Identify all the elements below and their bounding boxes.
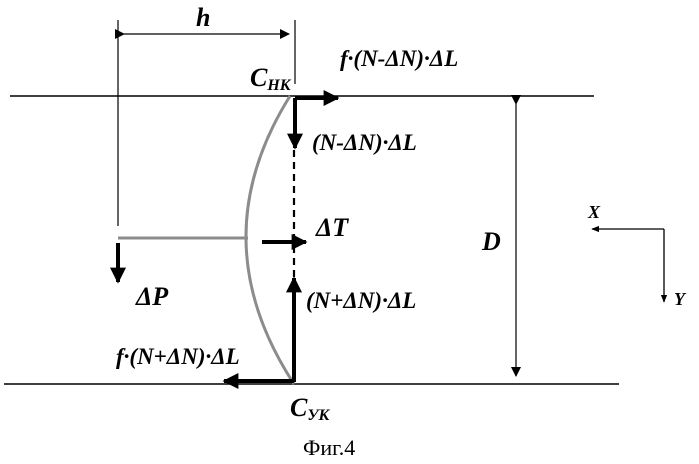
c-hk-label: CНК bbox=[250, 63, 292, 94]
figure-caption: Фиг.4 bbox=[303, 435, 355, 460]
y-axis-label: Y bbox=[674, 289, 687, 309]
c-hk-subscript: НК bbox=[266, 77, 291, 94]
n-minus-label: (N-ΔN)·ΔL bbox=[312, 130, 417, 155]
delta-p-label: ΔP bbox=[135, 282, 169, 311]
f-top-label: f·(N-ΔN)·ΔL bbox=[340, 46, 458, 71]
c-yk-subscript: УК bbox=[307, 407, 330, 424]
h-label: h bbox=[196, 3, 210, 32]
c-yk-label: CУК bbox=[290, 393, 330, 424]
delta-t-label: ΔT bbox=[315, 213, 349, 242]
c-yk-main: C bbox=[290, 393, 308, 422]
x-axis-label: X bbox=[587, 202, 601, 222]
n-plus-label: (N+ΔN)·ΔL bbox=[306, 288, 416, 313]
d-label: D bbox=[481, 227, 501, 256]
c-hk-main: C bbox=[250, 63, 268, 92]
f-bottom-label: f·(N+ΔN)·ΔL bbox=[116, 344, 240, 369]
